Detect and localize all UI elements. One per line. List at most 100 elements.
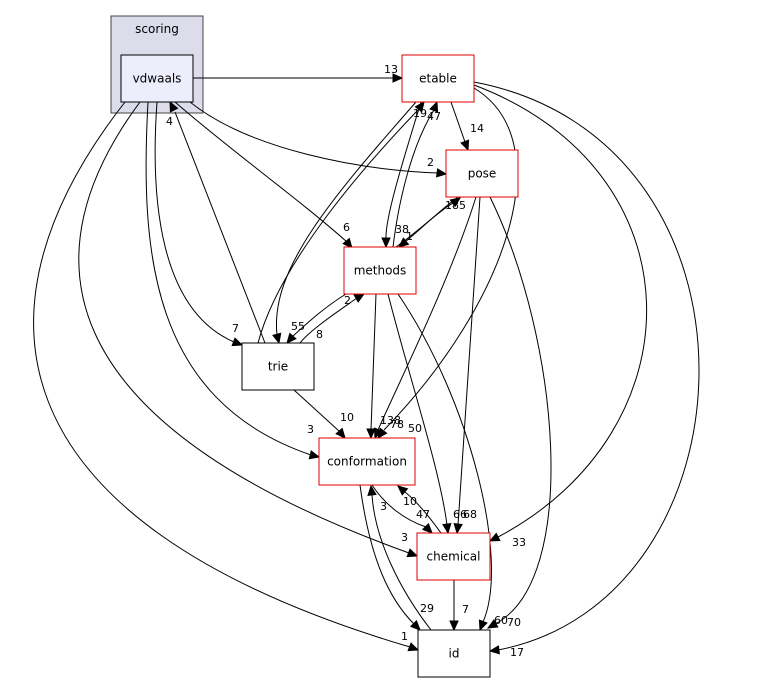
edge-count-label[interactable]: 47 (427, 110, 441, 123)
arrowhead-icon (429, 100, 439, 113)
edge-etable-to-trie[interactable] (272, 101, 417, 345)
node-conformation[interactable]: conformation (318, 437, 416, 486)
node-trie[interactable]: trie (241, 342, 315, 391)
edge-count-label[interactable]: 7 (462, 603, 469, 616)
edge-trie-to-conformation[interactable] (293, 389, 346, 439)
edge-line (371, 494, 432, 631)
edge-line (450, 101, 466, 143)
arrowhead-icon (286, 332, 297, 344)
edge-count-label[interactable]: 17 (510, 646, 524, 659)
edge-count-label[interactable]: 138 (380, 414, 401, 427)
edge-count-label[interactable]: 6 (343, 221, 350, 234)
edge-conformation-to-chemical[interactable] (371, 484, 433, 534)
edge-count-label[interactable]: 1 (401, 630, 408, 643)
edge-count-label[interactable]: 1 (406, 230, 413, 243)
edge-line (457, 196, 481, 526)
edge-count-label[interactable]: 47 (416, 508, 430, 521)
node-methods[interactable]: methods (343, 246, 417, 295)
edge-count-label[interactable]: 4 (166, 115, 173, 128)
edge-count-label[interactable]: 78 (390, 418, 404, 431)
arrowhead-icon (478, 619, 488, 632)
edge-conformation-to-id[interactable] (359, 484, 421, 631)
node-vdwaals[interactable]: vdwaals (120, 54, 194, 103)
edge-count-label[interactable]: 3 (307, 423, 314, 436)
edge-count-label[interactable]: 2 (344, 294, 351, 307)
edge-vdwaals-to-chemical[interactable] (78, 101, 419, 558)
edge-line (473, 84, 647, 538)
node-label: pose (468, 167, 497, 181)
edge-chemical-to-conformation[interactable] (397, 485, 442, 534)
edge-pose-to-conformation[interactable] (373, 196, 477, 440)
edge-methods-to-trie[interactable] (286, 293, 347, 344)
arrowhead-icon (406, 548, 419, 558)
edge-trie-to-vdwaals[interactable] (169, 100, 266, 344)
edge-count-label[interactable]: 13 (384, 63, 398, 76)
arrowhead-icon (398, 237, 410, 248)
edge-line (292, 293, 347, 337)
edge-count-label[interactable]: 2 (427, 156, 434, 169)
edge-line (385, 101, 422, 240)
edge-count-label[interactable]: 8 (316, 328, 323, 341)
edge-count-label[interactable]: 70 (507, 616, 521, 629)
arrowhead-icon (308, 450, 321, 460)
edge-line (387, 293, 448, 526)
edge-line (257, 109, 419, 344)
arrowhead-icon (407, 642, 420, 652)
edge-vdwaals-to-pose[interactable] (189, 101, 448, 178)
edge-methods-to-id[interactable] (397, 293, 492, 632)
edge-count-label[interactable]: 60 (494, 614, 508, 627)
edge-line (154, 101, 235, 343)
edge-methods-to-chemical[interactable] (387, 293, 452, 535)
edge-count-label[interactable]: 3 (380, 500, 387, 513)
edge-pose-to-chemical[interactable] (453, 196, 481, 535)
edge-count-label[interactable]: 55 (291, 320, 305, 333)
edge-id-to-conformation[interactable] (367, 484, 432, 631)
node-etable[interactable]: etable (401, 54, 475, 103)
edge-methods-to-etable[interactable] (392, 100, 439, 248)
edge-line (293, 389, 340, 432)
edge-vdwaals-to-conformation[interactable] (145, 101, 321, 460)
edge-etable-to-methods[interactable] (381, 101, 422, 249)
edge-count-label[interactable]: 14 (470, 122, 484, 135)
node-chemical[interactable]: chemical (416, 532, 491, 581)
edge-chemical-to-id[interactable] (449, 580, 459, 632)
arrowhead-icon (366, 428, 376, 440)
arrowhead-icon (488, 645, 501, 655)
edge-pose-to-methods[interactable] (398, 196, 459, 248)
edge-etable-to-pose[interactable] (450, 101, 470, 152)
node-box (120, 54, 194, 103)
node-id[interactable]: id (417, 629, 491, 678)
arrowhead-icon (342, 237, 353, 249)
node-box (401, 54, 475, 103)
edge-count-label[interactable]: 66 (453, 508, 467, 521)
edge-vdwaals-to-methods[interactable] (174, 101, 353, 249)
edge-line (145, 101, 312, 456)
edge-count-label[interactable]: 50 (408, 422, 422, 435)
edge-vdwaals-to-trie[interactable] (154, 101, 244, 347)
node-label: conformation (327, 455, 407, 469)
edge-count-label[interactable]: 38 (395, 223, 409, 236)
edge-count-label[interactable]: 19 (413, 107, 427, 120)
edge-count-label[interactable]: 185 (445, 199, 466, 212)
edge-etable-to-chemical[interactable] (473, 84, 647, 542)
edge-count-label[interactable]: 3 (401, 531, 408, 544)
edge-count-label[interactable]: 10 (340, 411, 354, 424)
edge-vdwaals-to-etable[interactable] (193, 73, 404, 83)
node-label: trie (268, 360, 288, 374)
edge-line (275, 101, 417, 336)
edge-vdwaals-to-id[interactable] (33, 101, 420, 652)
edge-line (359, 484, 415, 625)
node-box (416, 532, 491, 581)
edge-trie-to-methods[interactable] (299, 293, 366, 344)
edge-count-label[interactable]: 10 (403, 495, 417, 508)
node-pose[interactable]: pose (445, 149, 519, 198)
edge-line (383, 87, 518, 431)
edge-count-label[interactable]: 68 (463, 508, 477, 521)
edge-methods-to-conformation[interactable] (366, 293, 377, 440)
edge-count-label[interactable]: 33 (512, 536, 526, 549)
edge-count-label[interactable]: 7 (232, 322, 239, 335)
edge-count-label[interactable]: 29 (420, 602, 434, 615)
arrowhead-icon (453, 522, 463, 535)
edge-pose-to-id[interactable] (486, 196, 552, 629)
edge-etable-to-id[interactable] (473, 81, 700, 655)
